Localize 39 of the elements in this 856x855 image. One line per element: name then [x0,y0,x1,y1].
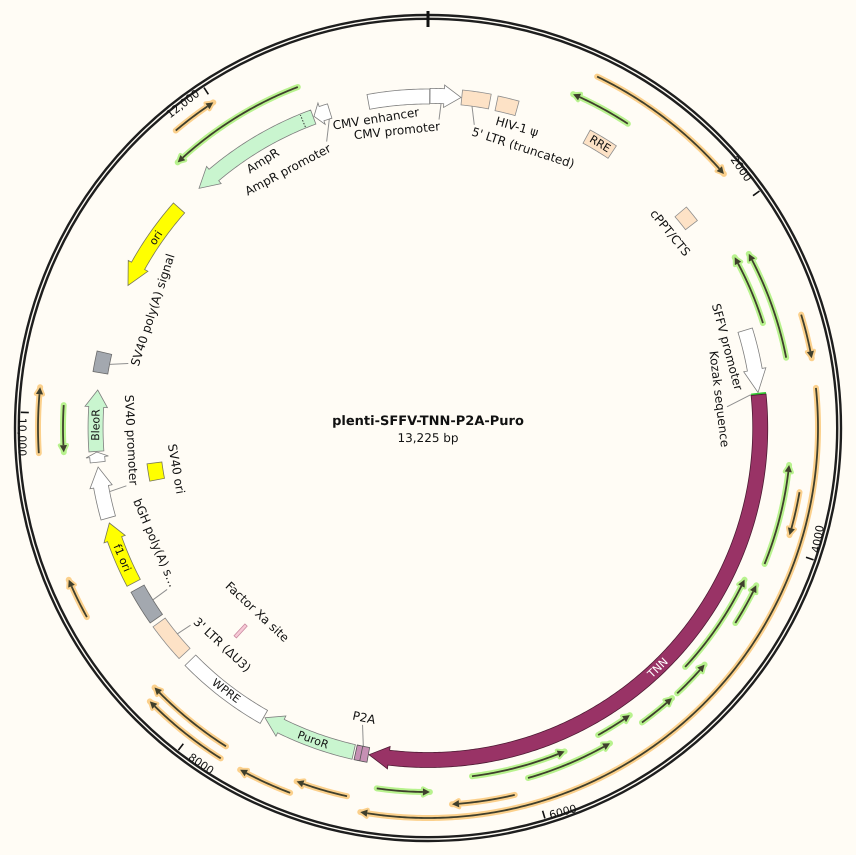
feature-label: ori [146,228,166,248]
feature-box [354,744,370,762]
feature-box [583,130,617,158]
feature-label: RRE [587,132,613,156]
feature-segment [90,467,116,520]
leader-line [326,118,330,142]
leader-line [472,106,475,126]
plasmid-size: 13,225 bp [397,430,459,446]
feature-label: PuroR [296,728,331,752]
feature-box [152,618,190,659]
leader-line [362,724,364,746]
feature-segment [85,390,108,452]
feature-box [146,462,164,482]
feature-segment [430,85,461,108]
feature-box [460,90,492,110]
scale-label: 6000 [548,803,578,821]
leader-line [438,103,442,120]
feature-box [495,96,520,116]
leader-line [109,485,127,492]
feature-box [367,88,430,109]
feature-box [93,351,112,374]
feature-segment [104,522,141,586]
feature-label: BleoR [89,408,103,440]
scale-label: 4000 [810,524,826,554]
feature-label: P2A [351,708,377,728]
leader-line [152,588,168,600]
leader-line [176,624,192,634]
feature-label: SV40 poly(A) signal [128,252,178,368]
feature-box [130,585,162,624]
feature-segment [86,452,108,464]
feature-label: SV40 ori [164,442,188,496]
scale-label: 10,000 [16,418,28,456]
feature-label: f1 ori [110,542,134,574]
leader-line [109,362,129,365]
plasmid-name: plenti-SFFV-TNN-P2A-Puro [332,414,524,430]
site-mark [234,624,248,638]
leader-line [726,394,752,408]
feature-segment [314,102,332,124]
feature-label: SV40 promoter [121,394,141,486]
